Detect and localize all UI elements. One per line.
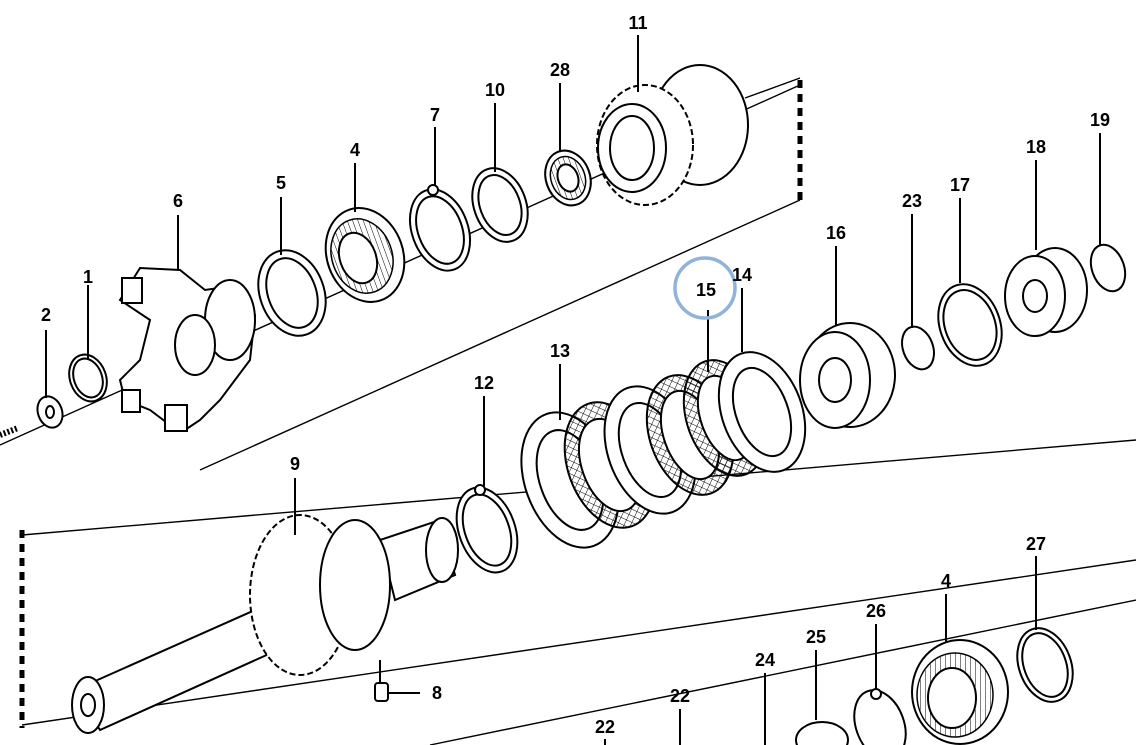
part-4-bearing-lower [911,639,1009,745]
callout-26: 26 [866,601,886,621]
callout-14: 14 [732,265,752,285]
callout-18: 18 [1026,137,1046,157]
part-27-snap-ring [1016,627,1074,703]
highlight-circle [673,256,737,320]
callout-23: 23 [902,191,922,211]
leader-lines [45,35,1101,745]
callout-labels: 1 2 4 5 6 7 8 9 10 11 12 13 14 15 16 17 … [41,13,1110,737]
part-17-snap-ring [937,283,1003,367]
part-13-clutch-pack [520,374,735,549]
part-12-snap-ring [455,484,519,574]
callout-16: 16 [826,223,846,243]
callout-4: 4 [350,140,360,160]
callout-12: 12 [474,373,494,393]
callout-13: 13 [550,341,570,361]
callout-1: 1 [83,267,93,287]
part-11-gear [596,64,749,206]
part-6-yoke [118,266,257,432]
part-5-seal [257,249,327,337]
callout-17: 17 [950,175,970,195]
callout-2: 2 [41,305,51,325]
part-28-needle-bearing [544,149,592,207]
callout-11: 11 [628,13,647,33]
part-19-snap-ring [1089,243,1127,293]
callout-19: 19 [1090,110,1110,130]
callout-25: 25 [806,627,826,647]
callout-5: 5 [276,173,286,193]
callout-27: 27 [1026,534,1046,554]
callout-6: 6 [173,191,183,211]
part-2-washer [36,395,64,429]
part-10-ring [471,167,529,243]
part-14-plate [717,351,807,473]
bolt [0,425,20,438]
part-16-bearing [799,322,896,429]
callout-7: 7 [430,105,440,125]
part-26-snap-ring [853,688,907,745]
part-7-snap-ring [409,184,471,272]
callout-15: 15 [696,280,716,300]
part-4-bearing-upper [324,207,406,303]
callout-28: 28 [550,60,570,80]
part-25-ring [795,721,849,745]
part-8-pin [374,682,389,702]
part-9-shaft [71,514,459,734]
callout-22b: 22 [670,686,690,706]
part-23-ring [901,325,935,371]
part-18-bearing [1004,247,1088,337]
callout-8: 8 [432,683,442,703]
callout-4-lower: 4 [941,571,951,591]
callout-9: 9 [290,454,300,474]
callout-24: 24 [755,650,775,670]
part-1-snap-ring [68,353,108,403]
callout-22a: 22 [595,717,615,737]
callout-10: 10 [485,80,505,100]
